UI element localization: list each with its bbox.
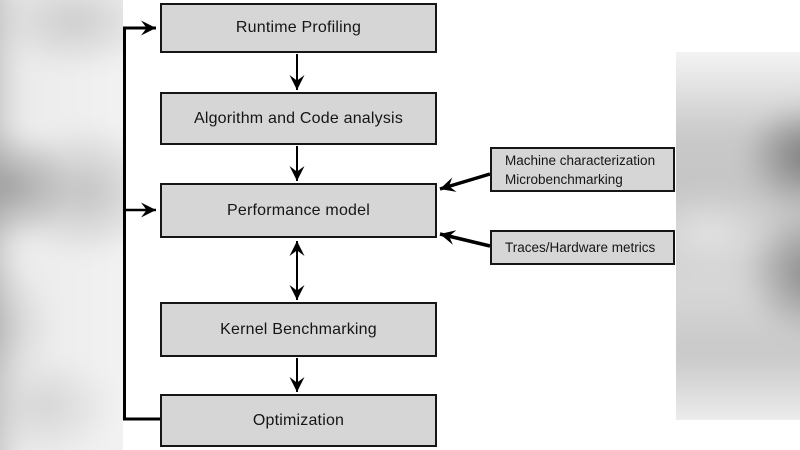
- node-label-line: Machine characterization: [505, 152, 656, 168]
- node-label: Algorithm and Code analysis: [193, 109, 404, 127]
- node-label: Runtime Profiling: [235, 19, 362, 36]
- node-label: Optimization: [252, 411, 345, 429]
- node-optimization: Optimization: [160, 394, 437, 447]
- node-performance-model: Performance model: [160, 183, 437, 238]
- node-label-line: Microbenchmarking: [505, 171, 623, 187]
- node-machine-characterization: Machine characterization Microbenchmarki…: [490, 147, 675, 192]
- node-algorithm-code-analysis: Algorithm and Code analysis: [160, 92, 437, 145]
- node-traces-hardware-metrics: Traces/Hardware metrics: [490, 230, 675, 265]
- node-label: Kernel Benchmarking: [220, 320, 377, 338]
- edge-feedback-optimization-to-runtime: [123, 20, 160, 421]
- node-kernel-benchmarking: Kernel Benchmarking: [160, 302, 437, 357]
- edge-traces-to-performance: [439, 230, 491, 248]
- node-runtime-profiling: Runtime Profiling: [160, 3, 437, 53]
- edge-machine-characterization-to-performance: [439, 172, 491, 192]
- node-label: Performance model: [226, 201, 371, 219]
- node-label-line: Traces/Hardware metrics: [505, 240, 656, 255]
